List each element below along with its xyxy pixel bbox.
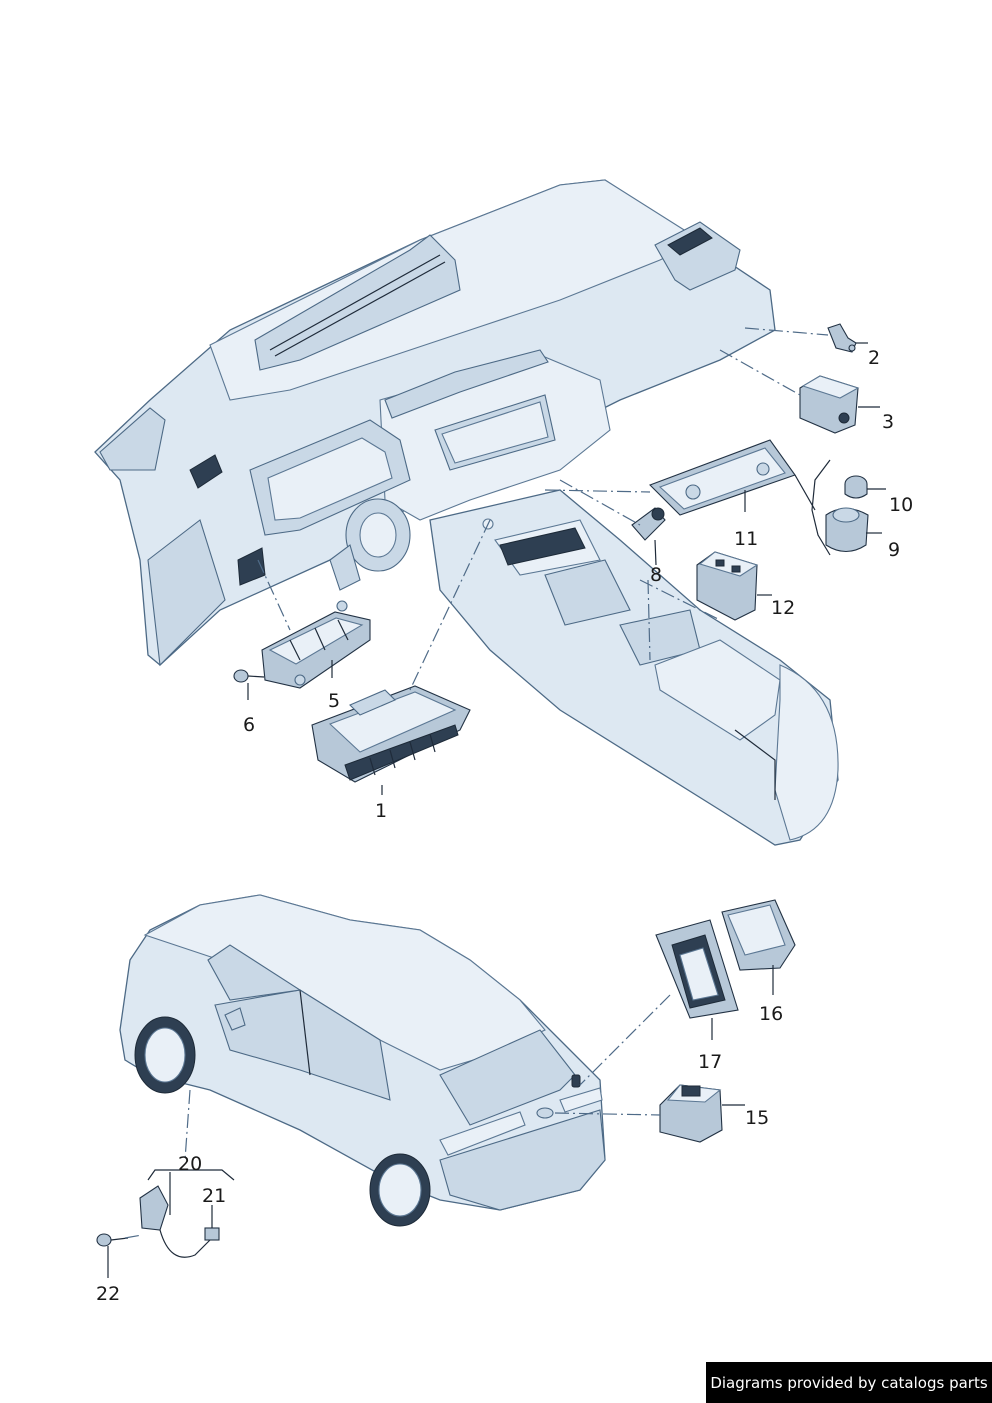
part-15-switch [659, 1084, 723, 1143]
callout-1: 1 [375, 800, 388, 822]
callout-22: 22 [96, 1283, 121, 1305]
callout-17: 17 [698, 1051, 723, 1073]
dashboard-illustration [94, 179, 839, 846]
part-22-screw [96, 1233, 129, 1247]
car-leaders [107, 965, 774, 1278]
callout-10: 10 [889, 494, 914, 516]
callout-12: 12 [771, 597, 796, 619]
part-12-switch-block [696, 551, 759, 621]
part-6-screw [233, 669, 265, 683]
part-9-socket [825, 507, 869, 553]
callout-8: 8 [650, 564, 663, 586]
part-3-switch [799, 375, 860, 434]
callout-9: 9 [888, 539, 901, 561]
part-17-bezel [655, 919, 739, 1019]
callout-15: 15 [745, 1107, 770, 1129]
part-1-switch-module [311, 685, 471, 783]
callout-21: 21 [202, 1185, 227, 1207]
credit-banner: Diagrams provided by catalogs parts [706, 1362, 992, 1403]
callout-11: 11 [734, 528, 759, 550]
part-5-control-panel [261, 600, 371, 689]
callout-20: 20 [178, 1153, 203, 1175]
callout-3: 3 [882, 411, 895, 433]
car-illustration [119, 894, 606, 1227]
callout-6: 6 [243, 714, 256, 736]
part-16-switch [721, 899, 796, 971]
part-20-sensor [139, 1185, 220, 1258]
dashboard-leaders [247, 327, 886, 795]
callout-5: 5 [328, 690, 341, 712]
part-10-knob [844, 475, 868, 499]
part-2-clip [827, 323, 857, 353]
callout-2: 2 [868, 347, 881, 369]
callout-16: 16 [759, 1003, 784, 1025]
part-8-lighter [631, 507, 666, 541]
part-11-trim-panel [649, 439, 796, 516]
